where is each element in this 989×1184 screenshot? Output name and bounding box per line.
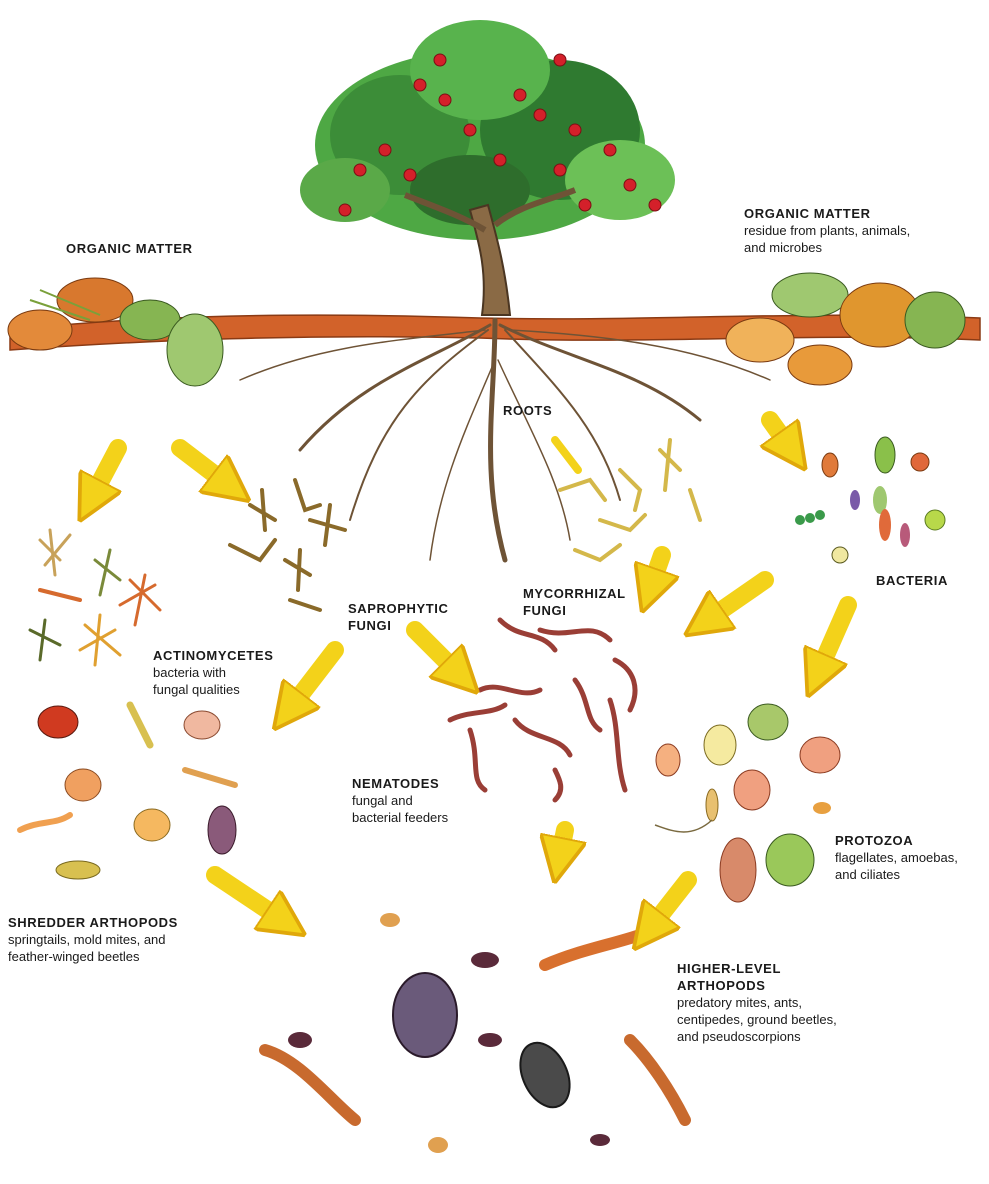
arrow-organic-to-bacteria [770, 420, 795, 455]
label-sub: bacterial feeders [352, 809, 448, 826]
label-shredder-arthropods: SHREDDER ARTHOPODS springtails, mold mit… [8, 914, 178, 965]
nematodes-illustration [450, 620, 635, 800]
label-title: SAPROPHYTIC [348, 600, 449, 617]
arrow-saprophytic-to-nematodes [415, 630, 465, 680]
arrow-shredders-to-higher [215, 875, 290, 925]
arrow-mycorrhizal-to-nematodes [648, 555, 662, 595]
leaf-litter-right [726, 273, 965, 385]
label-sub: feather-winged beetles [8, 948, 178, 965]
actinomycetes-illustration [30, 530, 160, 665]
label-sub: residue from plants, animals, [744, 222, 910, 239]
label-mycorrhizal-fungi: MYCORRHIZAL FUNGI [523, 585, 626, 619]
higher-level-arthropods-illustration [265, 913, 685, 1153]
arrow-organic-to-saprophytic [180, 448, 235, 490]
label-title: BACTERIA [876, 572, 948, 589]
arrow-saprophytic-to-shredders [285, 650, 335, 715]
label-sub: and microbes [744, 239, 910, 256]
label-sub: and pseudoscorpions [677, 1028, 837, 1045]
label-title: FUNGI [523, 602, 626, 619]
label-saprophytic-fungi: SAPROPHYTIC FUNGI [348, 600, 449, 634]
label-actinomycetes: ACTINOMYCETES bacteria with fungal quali… [153, 647, 273, 698]
arrow-protozoa-to-higher [645, 880, 688, 935]
label-title: PROTOZOA [835, 832, 958, 849]
label-sub: bacteria with [153, 664, 273, 681]
label-title: ACTINOMYCETES [153, 647, 273, 664]
label-nematodes: NEMATODES fungal and bacterial feeders [352, 775, 448, 826]
mycorrhizal-fungi-illustration [560, 440, 700, 560]
label-sub: fungal qualities [153, 681, 273, 698]
label-title: ORGANIC MATTER [66, 240, 193, 257]
label-title: HIGHER-LEVEL [677, 960, 837, 977]
label-bacteria: BACTERIA [876, 572, 948, 589]
saprophytic-fungi-illustration [230, 480, 345, 610]
arrow-nematodes-to-higher [558, 830, 565, 865]
label-title: NEMATODES [352, 775, 448, 792]
label-organic-matter-right: ORGANIC MATTER residue from plants, anim… [744, 205, 910, 256]
label-title: ROOTS [503, 402, 552, 419]
label-protozoa: PROTOZOA flagellates, amoebas, and cilia… [835, 832, 958, 883]
label-sub: centipedes, ground beetles, [677, 1011, 837, 1028]
label-organic-matter-left: ORGANIC MATTER [66, 240, 193, 257]
label-sub: fungal and [352, 792, 448, 809]
label-higher-level-arthropods: HIGHER-LEVEL ARTHOPODS predatory mites, … [677, 960, 837, 1045]
label-sub: springtails, mold mites, and [8, 931, 178, 948]
arrow-organic-to-actinomycetes [88, 448, 118, 505]
label-roots: ROOTS [503, 402, 552, 419]
arrow-bacteria-to-protozoa [815, 605, 848, 680]
label-title: ORGANIC MATTER [744, 205, 910, 222]
protozoa-illustration [655, 704, 840, 902]
bacteria-illustration [795, 437, 945, 563]
arrow-bacteria-to-nematodes [700, 580, 765, 625]
label-sub: flagellates, amoebas, [835, 849, 958, 866]
arrow-roots-mycorrhizal [555, 440, 578, 470]
label-title: ARTHOPODS [677, 977, 837, 994]
label-sub: predatory mites, ants, [677, 994, 837, 1011]
label-title: MYCORRHIZAL [523, 585, 626, 602]
label-title: FUNGI [348, 617, 449, 634]
label-title: SHREDDER ARTHOPODS [8, 914, 178, 931]
shredder-arthropods-illustration [20, 705, 236, 879]
label-sub: and ciliates [835, 866, 958, 883]
